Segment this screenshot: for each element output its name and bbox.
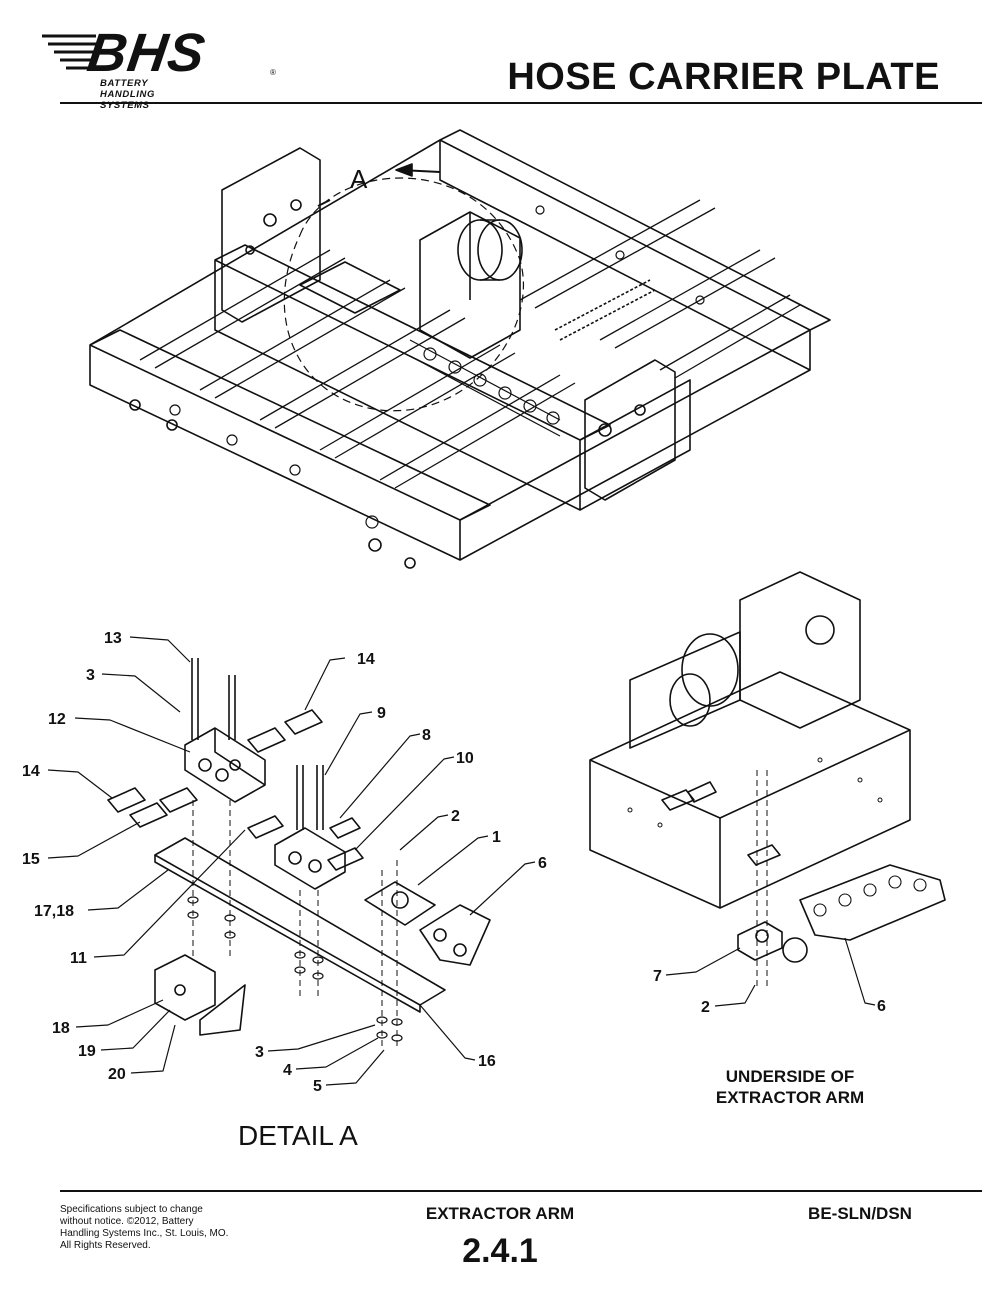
callout-underside-7: 7 [653, 968, 662, 985]
callout-18: 18 [52, 1020, 70, 1037]
callout-14-left: 14 [22, 763, 40, 780]
page-title: HOSE CARRIER PLATE [507, 56, 940, 98]
detail-marker-label: A [350, 164, 368, 194]
callout-6: 6 [538, 855, 547, 872]
callout-19: 19 [78, 1043, 96, 1060]
callout-9: 9 [377, 705, 386, 722]
callout-underside-6: 6 [877, 998, 886, 1015]
leader-lines [47, 636, 876, 1086]
callout-10: 10 [456, 750, 474, 767]
callout-14-top: 14 [357, 651, 375, 668]
footer-model: BE-SLN/DSN [808, 1204, 912, 1223]
detail-callouts: 13 3 14 12 9 8 10 14 2 1 6 15 17,18 11 1… [22, 630, 547, 1095]
underside-drawing [589, 571, 946, 990]
callout-20: 20 [108, 1066, 126, 1083]
footer-section-number: 2.4.1 [462, 1232, 538, 1270]
callout-2: 2 [451, 808, 460, 825]
detail-a-title: DETAIL A [238, 1120, 358, 1151]
footer-rule [60, 1190, 982, 1192]
callout-17-18: 17,18 [34, 903, 74, 920]
callout-8: 8 [422, 727, 431, 744]
callout-12: 12 [48, 711, 66, 728]
underside-callouts: 7 2 6 [653, 968, 886, 1016]
footer-copyright-note: Specifications subject to change without… [60, 1204, 229, 1251]
footer-section-name: EXTRACTOR ARM [425, 1204, 575, 1223]
logo-speed-lines-icon [42, 34, 96, 70]
main-assembly-drawing [89, 129, 831, 569]
callout-4: 4 [283, 1062, 292, 1079]
callout-3-top: 3 [86, 667, 95, 684]
callout-11: 11 [70, 950, 87, 967]
callout-3-bottom: 3 [255, 1044, 264, 1061]
callout-16: 16 [478, 1053, 496, 1070]
callout-1: 1 [492, 829, 501, 846]
detail-a-drawing [107, 658, 491, 1050]
underside-title: UNDERSIDE OF EXTRACTOR ARM [715, 1067, 865, 1107]
callout-underside-2: 2 [701, 999, 710, 1016]
header-rule [60, 102, 982, 104]
callout-13: 13 [104, 630, 122, 647]
logo-registered-mark: ® [270, 68, 276, 77]
callout-5: 5 [313, 1078, 322, 1095]
callout-15: 15 [22, 851, 40, 868]
logo-subtitle: BATTERY HANDLING SYSTEMS [100, 78, 155, 111]
